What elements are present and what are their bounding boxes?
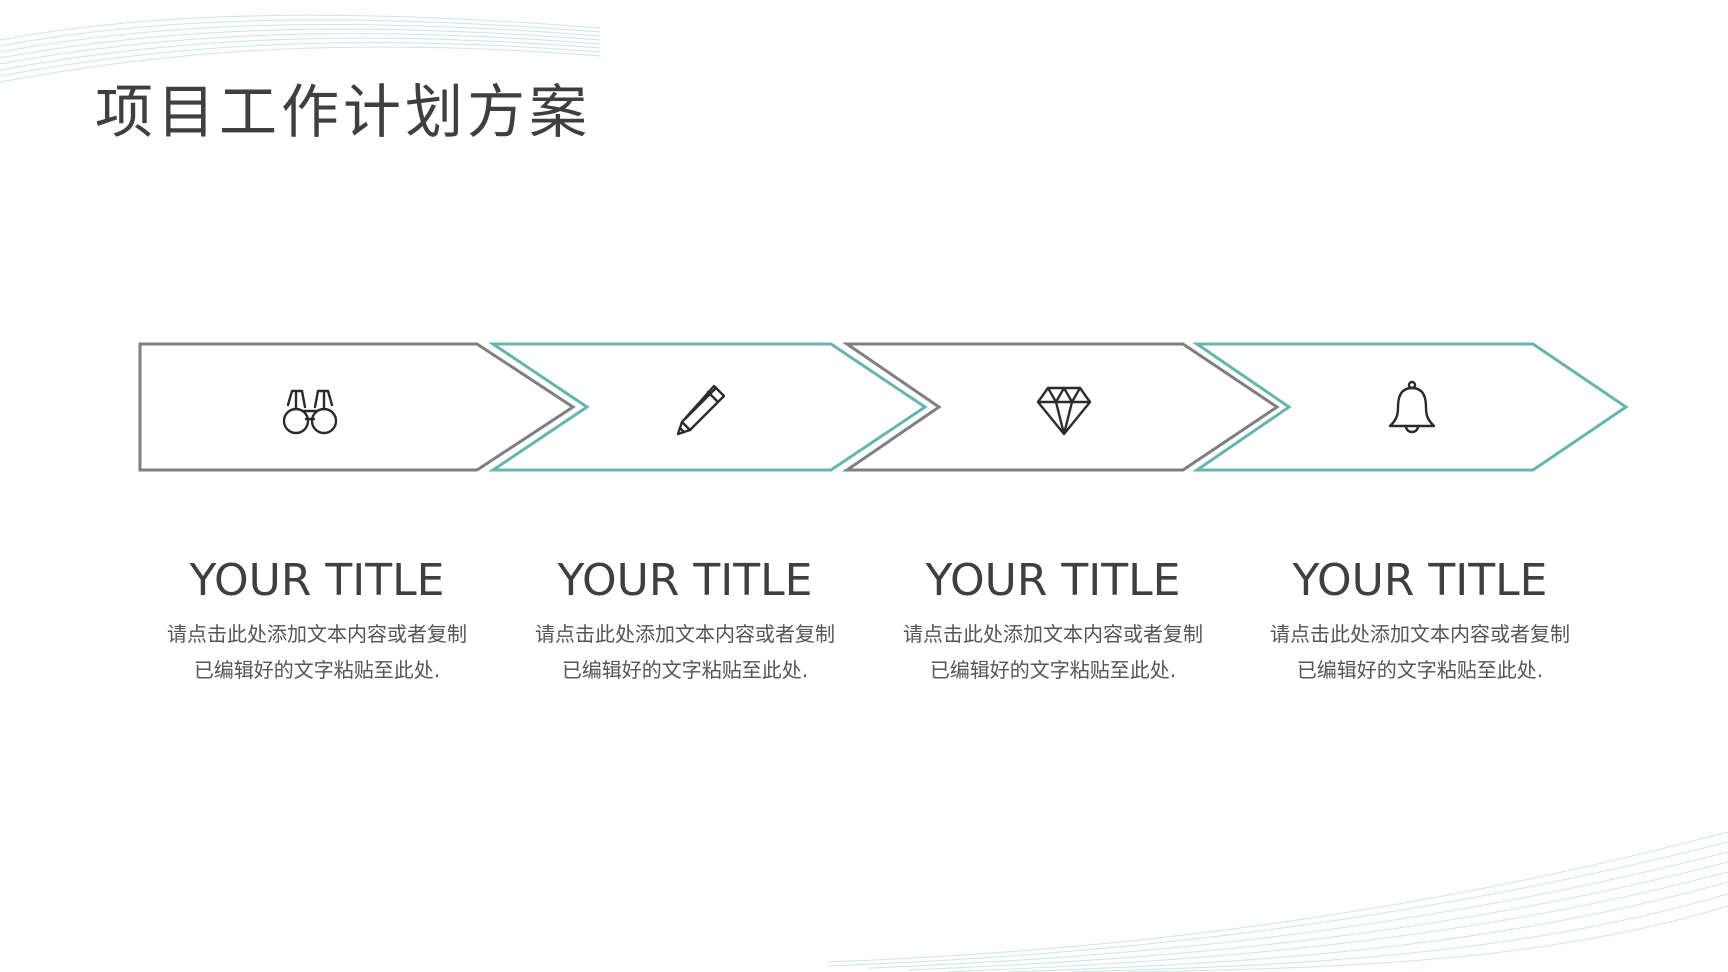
- step-4-description-line-1: 请点击此处添加文本内容或者复制: [1270, 621, 1570, 646]
- step-1-description-line-2: 已编辑好的文字粘贴至此处.: [193, 657, 441, 682]
- step-3-text: YOUR TITLE 请点击此处添加文本内容或者复制 已编辑好的文字粘贴至此处.: [873, 555, 1233, 688]
- pencil-icon: [676, 384, 726, 436]
- step-1-description: 请点击此处添加文本内容或者复制 已编辑好的文字粘贴至此处.: [137, 616, 497, 688]
- step-4-title: YOUR TITLE: [1292, 555, 1548, 606]
- step-1-title: YOUR TITLE: [189, 555, 445, 606]
- step-4-chevron: [1192, 342, 1629, 472]
- step-3-title: YOUR TITLE: [925, 555, 1181, 606]
- step-4-description: 请点击此处添加文本内容或者复制 已编辑好的文字粘贴至此处.: [1240, 616, 1600, 688]
- step-3-description-line-1: 请点击此处添加文本内容或者复制: [903, 621, 1203, 646]
- step-2-description-line-1: 请点击此处添加文本内容或者复制: [535, 621, 835, 646]
- binoculars-icon: [282, 389, 338, 435]
- diamond-icon: [1036, 386, 1092, 436]
- step-1-text: YOUR TITLE 请点击此处添加文本内容或者复制 已编辑好的文字粘贴至此处.: [137, 555, 497, 688]
- step-1-chevron: [138, 342, 576, 472]
- step-1-description-line-1: 请点击此处添加文本内容或者复制: [167, 621, 467, 646]
- step-2-text: YOUR TITLE 请点击此处添加文本内容或者复制 已编辑好的文字粘贴至此处.: [505, 555, 865, 688]
- bell-icon: [1388, 380, 1436, 434]
- step-4-description-line-2: 已编辑好的文字粘贴至此处.: [1296, 657, 1544, 682]
- step-3-description: 请点击此处添加文本内容或者复制 已编辑好的文字粘贴至此处.: [873, 616, 1233, 688]
- step-3-description-line-2: 已编辑好的文字粘贴至此处.: [929, 657, 1177, 682]
- step-4-text: YOUR TITLE 请点击此处添加文本内容或者复制 已编辑好的文字粘贴至此处.: [1240, 555, 1600, 688]
- step-2-description: 请点击此处添加文本内容或者复制 已编辑好的文字粘贴至此处.: [505, 616, 865, 688]
- step-3-chevron: [842, 342, 1280, 472]
- page-title: 项目工作计划方案: [95, 78, 592, 146]
- step-2-description-line-2: 已编辑好的文字粘贴至此处.: [561, 657, 809, 682]
- step-2-chevron: [488, 342, 928, 472]
- step-2-title: YOUR TITLE: [557, 555, 813, 606]
